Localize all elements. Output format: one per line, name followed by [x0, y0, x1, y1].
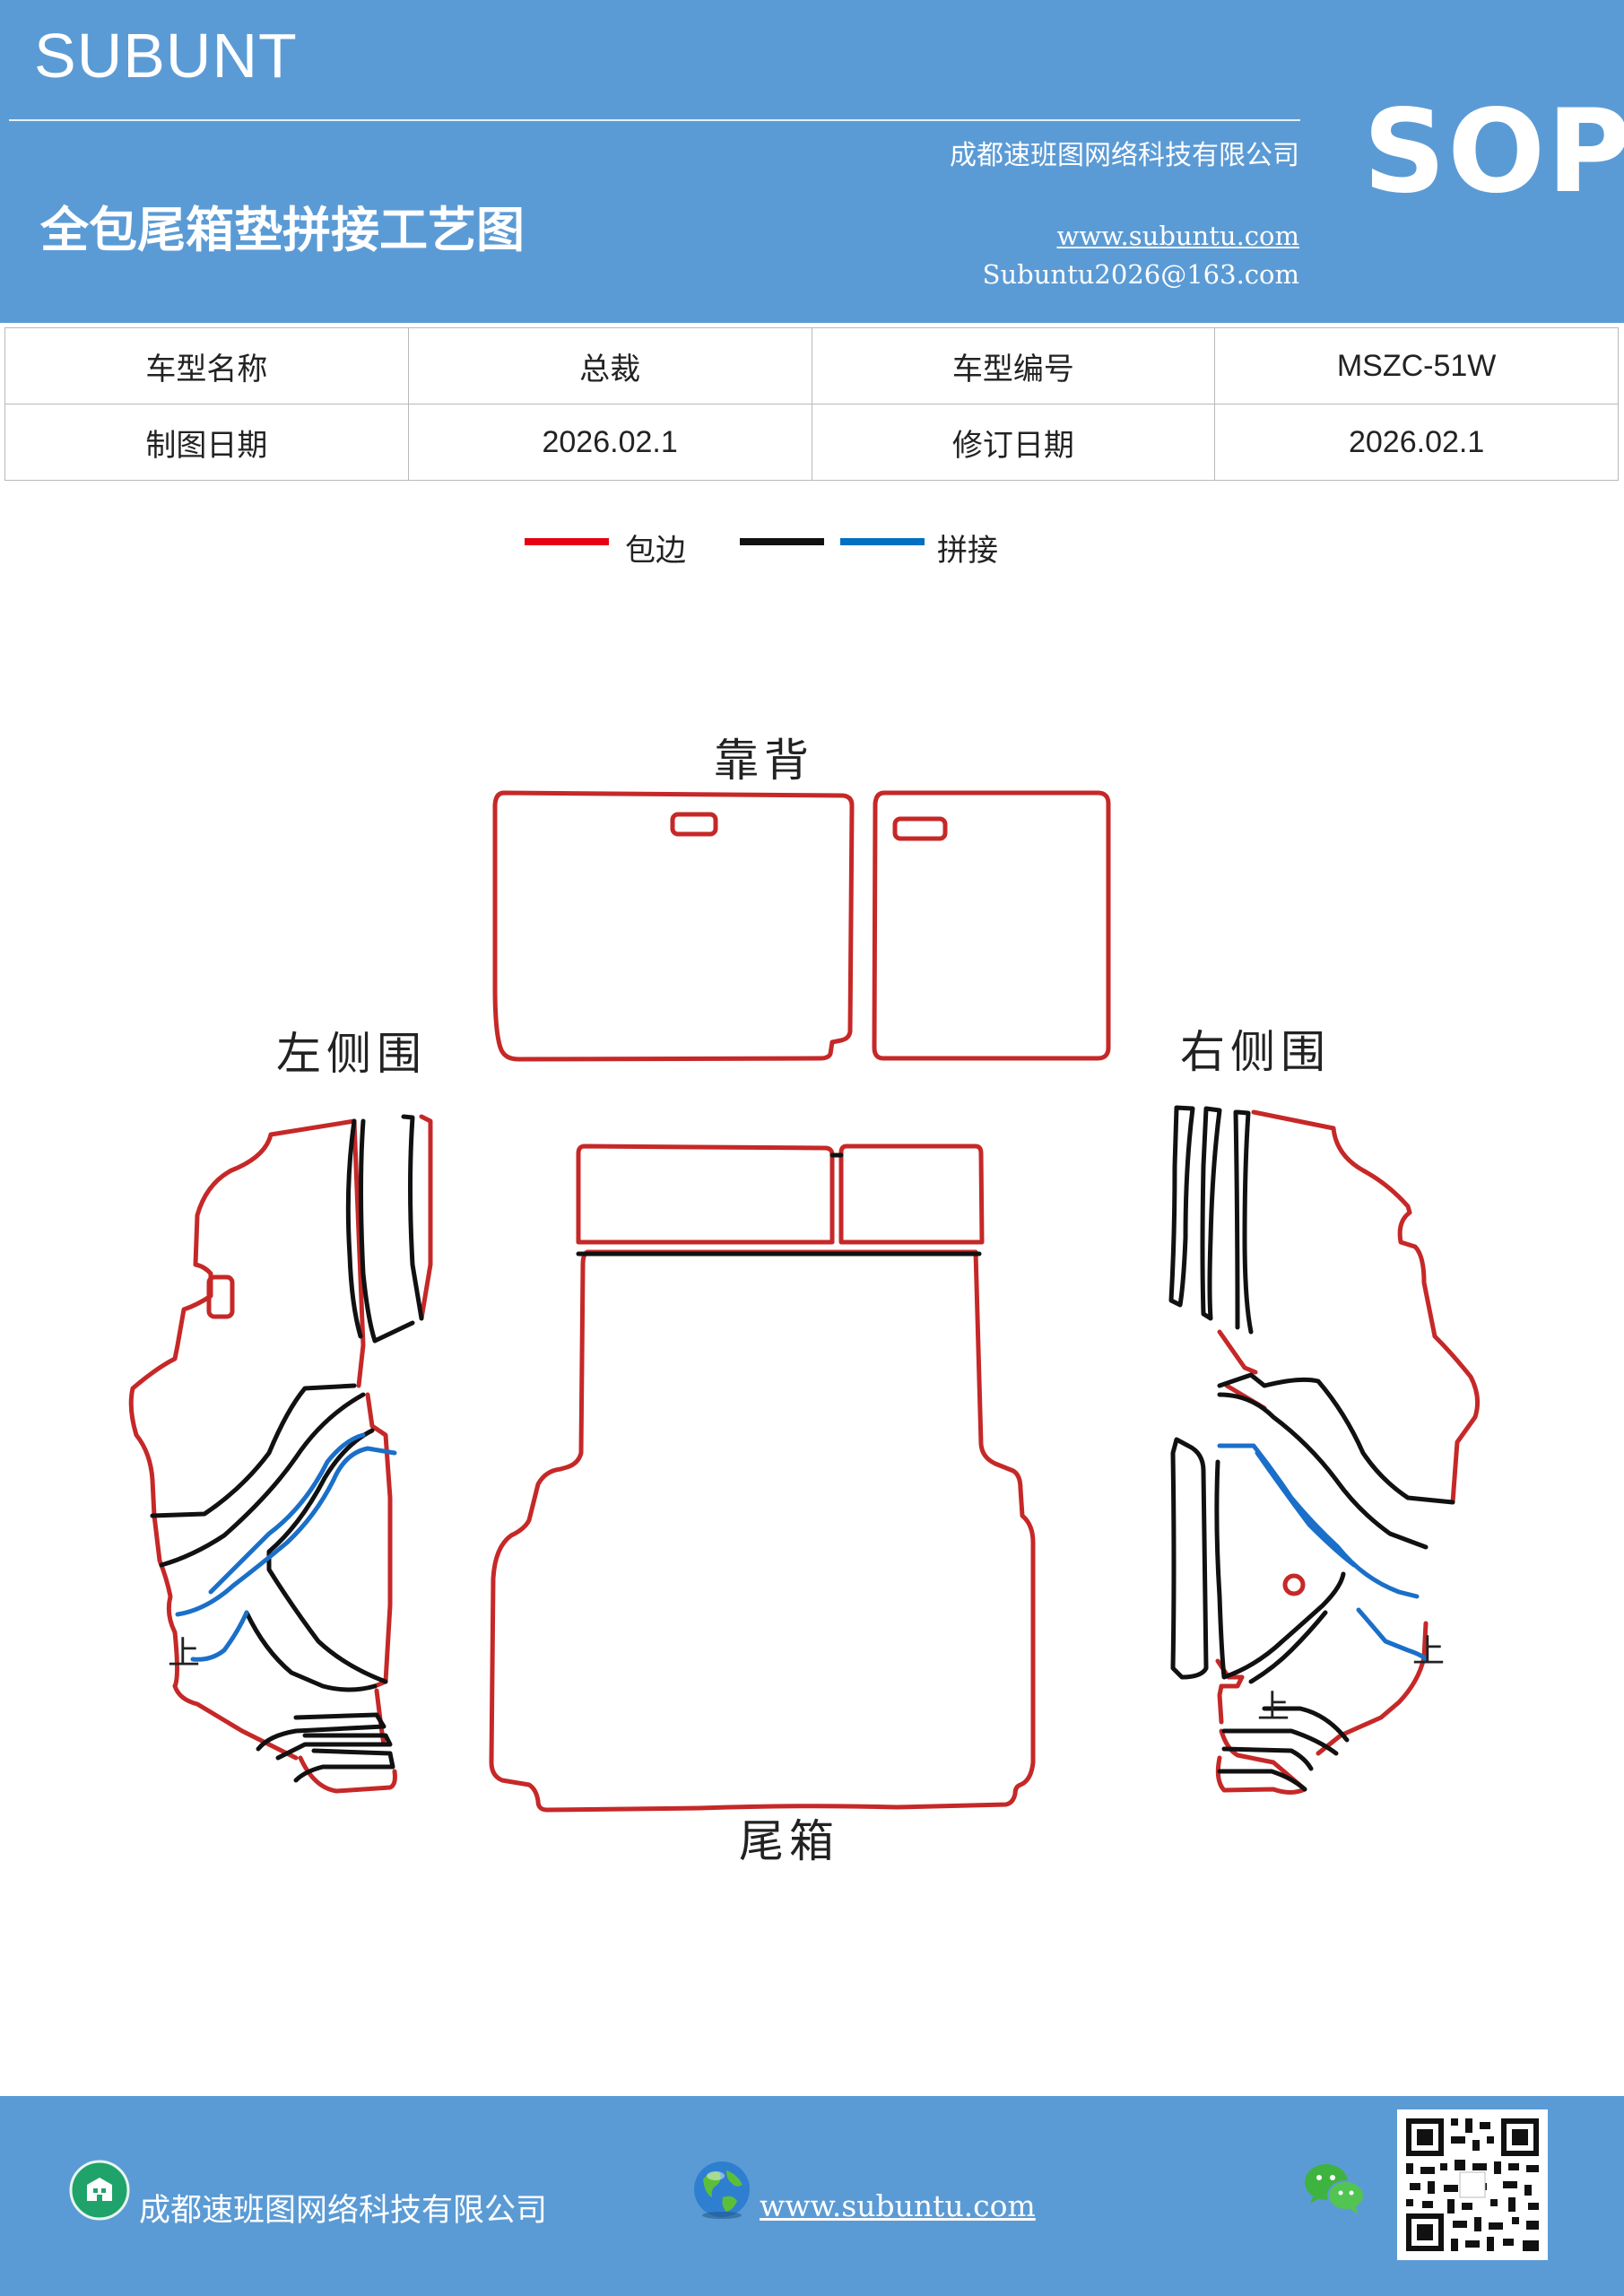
footer-banner: 成都速班图网络科技有限公司 www.subuntu.com	[0, 2096, 1624, 2296]
company-name: 成都速班图网络科技有限公司	[950, 140, 1299, 171]
sop-badge: SOP	[1363, 85, 1624, 219]
table-row: 车型名称 总裁 车型编号 MSZC-51W	[4, 327, 1619, 404]
email-address: Subuntu2026@163.com	[982, 259, 1299, 290]
building-icon	[69, 2160, 130, 2221]
left-splice-2	[208, 1432, 366, 1595]
right-seam-10	[1262, 1706, 1350, 1743]
document-title: 全包尾箱垫拼接工艺图	[40, 201, 525, 258]
right-side-hole	[1282, 1573, 1306, 1596]
right-splice-1	[1217, 1443, 1420, 1599]
footer-company: 成都速班图网络科技有限公司	[139, 2193, 548, 2229]
table-cell: 2026.02.1	[407, 404, 812, 481]
right-seam-2	[1200, 1106, 1222, 1321]
label-trunk: 尾箱	[739, 1815, 839, 1867]
vehicle-info-table: 车型名称 总裁 车型编号 MSZC-51W 制图日期 2026.02.1 修订日…	[4, 327, 1619, 481]
legend-label-edge: 包边	[625, 533, 686, 569]
left-seam-7	[244, 1610, 378, 1692]
left-side-base-edge	[298, 1755, 397, 1794]
right-seam-11	[1221, 1728, 1339, 1756]
left-splice-3	[190, 1610, 249, 1662]
backrest-right-panel	[872, 790, 1111, 1061]
left-seam-10	[293, 1748, 395, 1783]
wechat-icon	[1305, 2164, 1365, 2214]
label-up-left: 上	[168, 1635, 200, 1672]
qr-code-icon[interactable]	[1397, 2109, 1548, 2260]
legend-swatch-splice	[840, 538, 925, 545]
trunk-floor	[489, 1249, 1036, 1813]
website-link[interactable]: www.subuntu.com	[1056, 221, 1299, 251]
table-cell: MSZC-51W	[1214, 327, 1619, 404]
label-backrest: 靠背	[714, 735, 814, 787]
table-cell: 总裁	[407, 327, 812, 404]
left-splice-1	[175, 1446, 397, 1617]
left-seam-6	[266, 1428, 388, 1684]
label-up-right: 上	[1412, 1633, 1445, 1670]
right-seam-6	[1217, 1392, 1429, 1550]
left-seam-9	[275, 1733, 393, 1761]
legend-label-splice: 拼接	[937, 533, 998, 569]
legend-swatch-seam	[740, 538, 824, 545]
left-seam-3	[401, 1114, 424, 1321]
table-cell: 车型编号	[811, 327, 1216, 404]
left-seam-2	[359, 1118, 415, 1344]
trunk-top-strip-left	[576, 1144, 835, 1245]
brand-name: SUBUNT	[34, 21, 298, 91]
right-seam-12	[1221, 1746, 1314, 1771]
left-side-mid-edge	[365, 1392, 393, 1689]
right-seam-1	[1168, 1105, 1195, 1308]
right-seam-5	[1217, 1372, 1455, 1505]
table-cell: 制图日期	[4, 404, 409, 481]
label-left-side: 左侧围	[276, 1028, 427, 1080]
table-cell: 修订日期	[811, 404, 1216, 481]
label-up-right-inner: 上	[1257, 1689, 1290, 1726]
footer-website-link[interactable]: www.subuntu.com	[760, 2188, 1036, 2223]
right-seam-9	[1248, 1610, 1328, 1684]
label-right-side: 右侧围	[1180, 1026, 1331, 1078]
left-seam-1	[345, 1118, 363, 1339]
header-divider	[9, 119, 1300, 121]
table-cell: 2026.02.1	[1214, 404, 1619, 481]
backrest-handle-left	[670, 812, 718, 837]
trunk-mat-diagram: 靠背 左侧围 右侧围 尾箱 上 上 上	[128, 735, 1481, 1867]
left-seam-5	[159, 1392, 366, 1568]
right-splice-3	[1356, 1607, 1429, 1662]
globe-icon	[694, 2161, 750, 2219]
left-side-upper-edge	[352, 1118, 366, 1388]
right-seam-8	[1214, 1459, 1346, 1680]
trunk-top-strip-right	[838, 1144, 985, 1245]
header-banner: SUBUNT 成都速班图网络科技有限公司 全包尾箱垫拼接工艺图 www.subu…	[0, 0, 1624, 323]
right-side-outer	[1251, 1109, 1481, 1505]
right-seam-4	[1233, 1109, 1240, 1330]
right-side-mid-edge	[1217, 1329, 1258, 1375]
table-row: 制图日期 2026.02.1 修订日期 2026.02.1	[4, 404, 1619, 481]
left-seam-8	[256, 1712, 386, 1752]
legend-swatch-edge	[525, 538, 609, 545]
left-side-slot	[206, 1274, 235, 1319]
left-side-outer	[128, 1118, 357, 1761]
right-side-base-edge	[1215, 1728, 1307, 1795]
right-splice-2	[1255, 1450, 1357, 1568]
left-seam-4	[150, 1383, 357, 1518]
right-seam-3	[1235, 1109, 1254, 1335]
table-cell: 车型名称	[4, 327, 409, 404]
right-side-lower-outer	[1316, 1621, 1429, 1756]
backrest-left-panel	[492, 790, 855, 1062]
right-seam-7	[1170, 1437, 1209, 1680]
left-side-strip-edge	[419, 1114, 433, 1321]
backrest-handle-right	[892, 816, 948, 841]
right-seam-13	[1217, 1769, 1307, 1792]
